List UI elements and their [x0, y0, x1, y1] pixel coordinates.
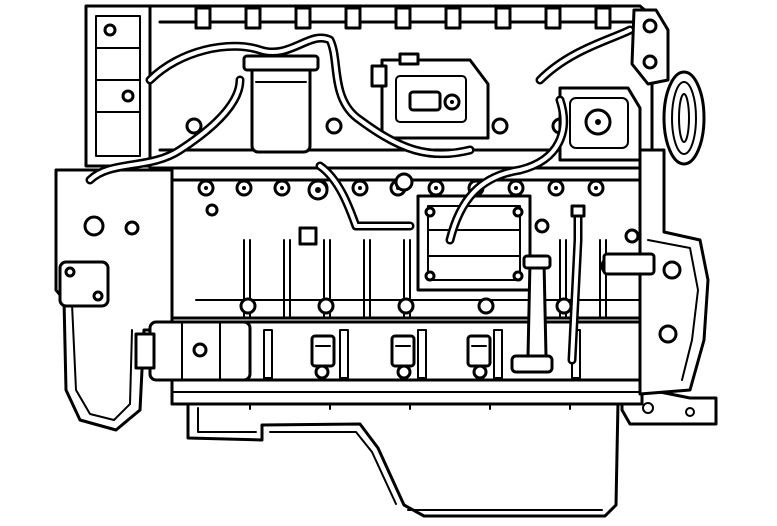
- freeze-plugs: [310, 334, 492, 380]
- oil-cooler-housing: [416, 194, 532, 292]
- fuel-filter: [242, 54, 320, 154]
- flywheel-housing: [54, 168, 174, 432]
- oil-filler-tube: [510, 254, 554, 374]
- engine-block: [168, 164, 646, 374]
- fan-pulley: [630, 8, 706, 166]
- alternator: [558, 86, 642, 162]
- valve-cover-tabs: [194, 6, 612, 30]
- oil-pan: [186, 394, 620, 518]
- starter-motor: [134, 320, 252, 382]
- misc-fittings: [298, 172, 656, 276]
- dipstick-tube: [567, 204, 586, 365]
- ecm-module: [84, 4, 152, 168]
- fuel-lines: [85, 25, 635, 245]
- block-bolts: [205, 203, 640, 315]
- front-gear-housing: [638, 148, 710, 396]
- fuel-pump-housing: [370, 52, 490, 140]
